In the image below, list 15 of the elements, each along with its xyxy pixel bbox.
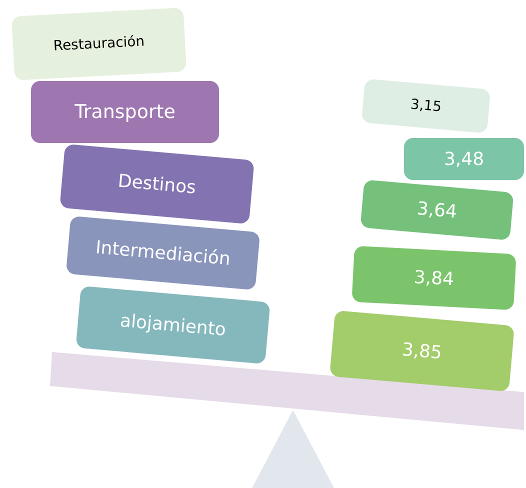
box-label: 3,48: [444, 148, 484, 170]
label-box: [11, 8, 187, 80]
box-label: 3,85: [401, 338, 443, 364]
box-label: alojamiento: [119, 310, 227, 340]
box-label: Destinos: [117, 170, 197, 198]
box-label: 3,15: [410, 96, 442, 116]
box-label: Intermediación: [94, 236, 232, 270]
label-box: [31, 81, 219, 143]
label-box: [404, 138, 524, 180]
box-label: 3,84: [413, 266, 455, 290]
label-box: [360, 180, 514, 240]
box-label: Restauración: [53, 34, 145, 54]
label-box: [352, 246, 516, 310]
box-label: Transporte: [74, 101, 176, 123]
box-label: 3,64: [416, 198, 458, 222]
